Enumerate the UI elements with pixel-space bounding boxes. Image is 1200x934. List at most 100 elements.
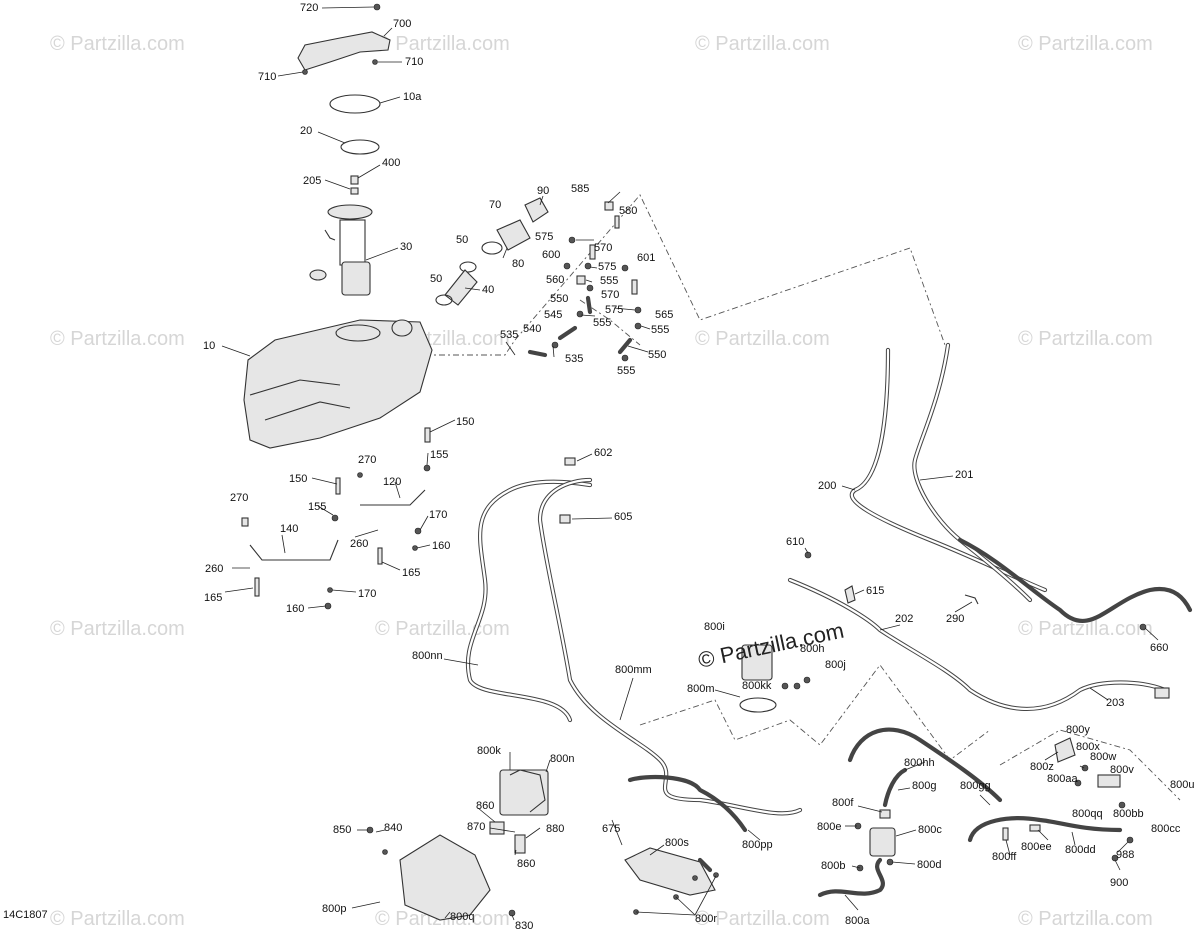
filler-hose-part [444, 269, 478, 306]
part-callout: 610 [786, 536, 804, 548]
fuel-filter-part [741, 644, 773, 681]
part-callout: 602 [594, 447, 612, 459]
part-callout: 50 [430, 273, 442, 285]
part-callout: 155 [430, 449, 448, 461]
part-callout: 165 [402, 567, 420, 579]
part-callout: 800h [800, 643, 824, 655]
part-callout: 270 [230, 492, 248, 504]
part-callout: 800r [695, 913, 717, 925]
fitting-part [576, 275, 586, 285]
part-callout: 800d [917, 859, 941, 871]
watermark-text: © Partzilla.com [695, 33, 830, 55]
nut-icon [423, 464, 431, 472]
float-part [309, 269, 327, 281]
clip-part [241, 517, 249, 527]
o-ring-part [739, 697, 777, 713]
pump-body-part [339, 219, 366, 266]
clamp-part [459, 261, 477, 273]
watermark-text: © Partzilla.com [695, 908, 830, 930]
part-callout: 555 [617, 365, 635, 377]
diagram-code: 14C1807 [3, 909, 48, 921]
tank-contour [264, 401, 351, 421]
part-callout: 660 [1150, 642, 1168, 654]
connector-part [1154, 687, 1170, 699]
part-callout: 800j [825, 659, 846, 671]
part-callout: 585 [571, 183, 589, 195]
gasket-part [340, 139, 380, 155]
part-callout: 600 [542, 249, 560, 261]
bolt-icon [692, 875, 698, 881]
filler-cap-part [524, 197, 549, 223]
part-callout: 800q [450, 911, 474, 923]
clip-part [564, 457, 576, 466]
part-callout: 800y [1066, 724, 1090, 736]
part-callout: 30 [400, 241, 412, 253]
clamp-icon [551, 341, 559, 349]
part-callout: 10a [403, 91, 422, 103]
part-callout: 20 [300, 125, 312, 137]
part-callout: 10 [203, 340, 215, 352]
part-callout: 800b [821, 860, 845, 872]
part-callout: 170 [429, 509, 447, 521]
nut-icon [357, 472, 363, 478]
part-callout: 202 [895, 613, 913, 625]
clip-part [514, 834, 526, 854]
part-callout: 200 [818, 480, 836, 492]
fuel-pump-assembly [297, 3, 391, 296]
clamp-part [435, 294, 453, 306]
fitting-part [1029, 824, 1041, 832]
part-callout: 800nn [412, 650, 443, 662]
part-callout: 160 [432, 540, 450, 552]
bolt-part [335, 477, 341, 495]
part-callout: 800g [912, 780, 936, 792]
part-callout: 120 [383, 476, 401, 488]
part-callout: 800p [322, 903, 346, 915]
fuel-lines [465, 342, 1193, 898]
part-callout: 205 [303, 175, 321, 187]
washer-icon [412, 545, 418, 551]
hose-part [697, 857, 713, 873]
fitting-part [589, 244, 596, 260]
watermark-text: © Partzilla.com [50, 33, 185, 55]
part-callout: 155 [308, 501, 326, 513]
washer-icon [327, 587, 333, 593]
filler-parts [435, 197, 549, 306]
part-callout: 800f [832, 797, 854, 809]
clamp-icon [586, 284, 594, 292]
part-callout: 160 [286, 603, 304, 615]
clamp-icon [568, 236, 576, 244]
part-callout: 50 [456, 234, 468, 246]
tank-contour [249, 379, 341, 396]
part-callout: 615 [866, 585, 884, 597]
watermark-text: © Partzilla.com [1018, 908, 1153, 930]
part-callout: 800k [477, 745, 501, 757]
part-callout: 800cc [1151, 823, 1181, 835]
part-callout: 400 [382, 157, 400, 169]
part-callout: 170 [358, 588, 376, 600]
clamp-icon [793, 682, 801, 690]
part-callout: 675 [602, 823, 620, 835]
clamp-icon [584, 262, 592, 270]
part-callout: 575 [535, 231, 553, 243]
watermark-text: © Partzilla.com [1018, 328, 1153, 350]
part-callout: 575 [605, 304, 623, 316]
fitting-part [604, 201, 614, 211]
part-callout: 800ee [1021, 841, 1052, 853]
part-callout: 800i [704, 621, 725, 633]
watermark-text: © Partzilla.com [50, 908, 185, 930]
injector-bracket-assembly [366, 769, 549, 921]
part-callout: 150 [289, 473, 307, 485]
float-arm-part [324, 229, 336, 241]
vent-hose-part [617, 337, 633, 355]
clip-part [964, 594, 979, 605]
part-callout: 800mm [615, 664, 652, 676]
bolt-icon [373, 3, 381, 11]
part-callout: 800kk [742, 680, 772, 692]
valve-part [1097, 774, 1121, 788]
part-callout: 203 [1106, 697, 1124, 709]
part-callout: 870 [467, 821, 485, 833]
fitting-part [350, 175, 359, 185]
part-callout: 535 [500, 329, 518, 341]
part-callout: 830 [515, 920, 533, 932]
clamp-icon [1081, 764, 1089, 772]
